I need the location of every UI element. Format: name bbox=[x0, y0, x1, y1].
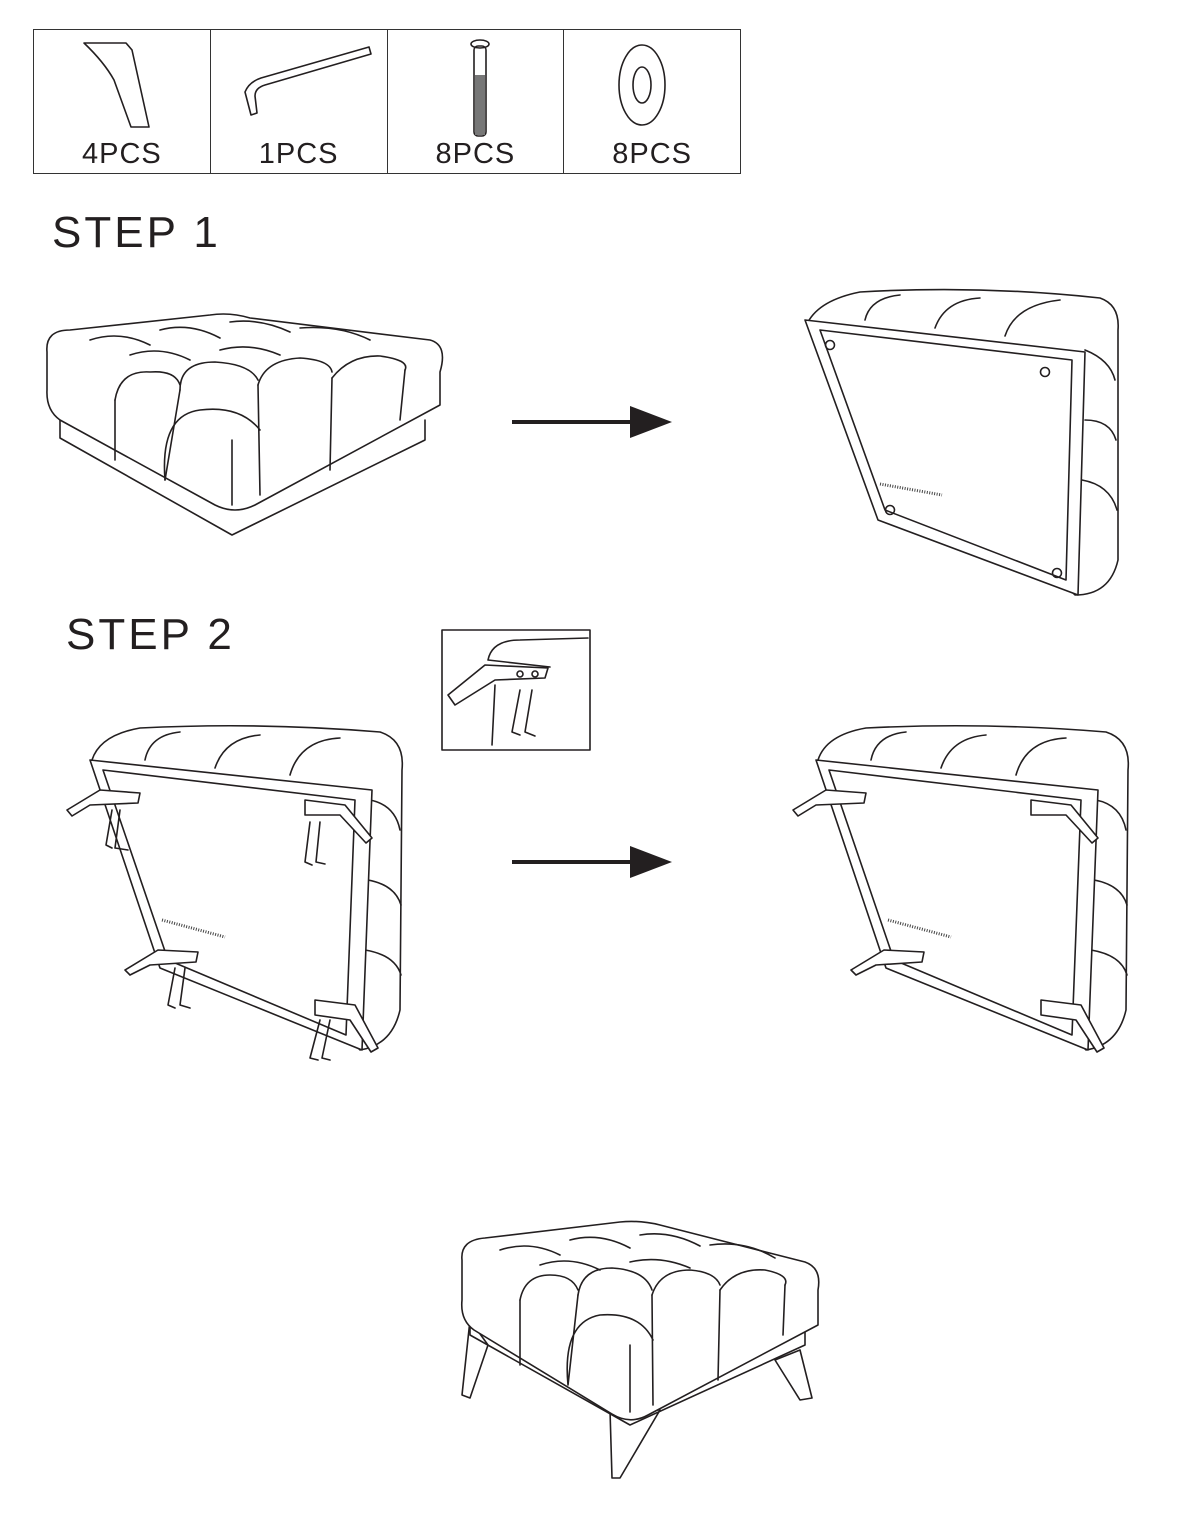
step-1-title: STEP 1 bbox=[52, 208, 221, 257]
ottoman-legs-attaching-illustration bbox=[66, 724, 404, 1061]
part-washer: 8PCS bbox=[564, 30, 740, 173]
part-quantity: 1PCS bbox=[258, 138, 339, 170]
ottoman-flipped-illustration bbox=[804, 288, 1119, 596]
ottoman-assembled-illustration bbox=[460, 1220, 820, 1479]
part-hex-key: 1PCS bbox=[211, 30, 388, 173]
part-quantity: 8PCS bbox=[435, 138, 516, 170]
arrow-icon bbox=[512, 846, 672, 878]
washer-icon bbox=[618, 44, 667, 126]
bolt-icon bbox=[469, 39, 490, 137]
ottoman-upright-illustration bbox=[46, 313, 444, 536]
parts-list: 4PCS 1PCS 8PCS 8PCS bbox=[33, 29, 741, 174]
arrow-icon bbox=[512, 406, 672, 438]
detail-inset bbox=[441, 629, 591, 751]
ottoman-legs-attached-illustration bbox=[792, 724, 1130, 1053]
step-2-title: STEP 2 bbox=[66, 610, 235, 659]
part-leg: 4PCS bbox=[34, 30, 211, 173]
part-quantity: 8PCS bbox=[612, 138, 692, 170]
leg-icon bbox=[83, 42, 150, 128]
part-quantity: 4PCS bbox=[81, 138, 162, 170]
hex-key-icon bbox=[243, 46, 372, 116]
part-bolt: 8PCS bbox=[388, 30, 565, 173]
